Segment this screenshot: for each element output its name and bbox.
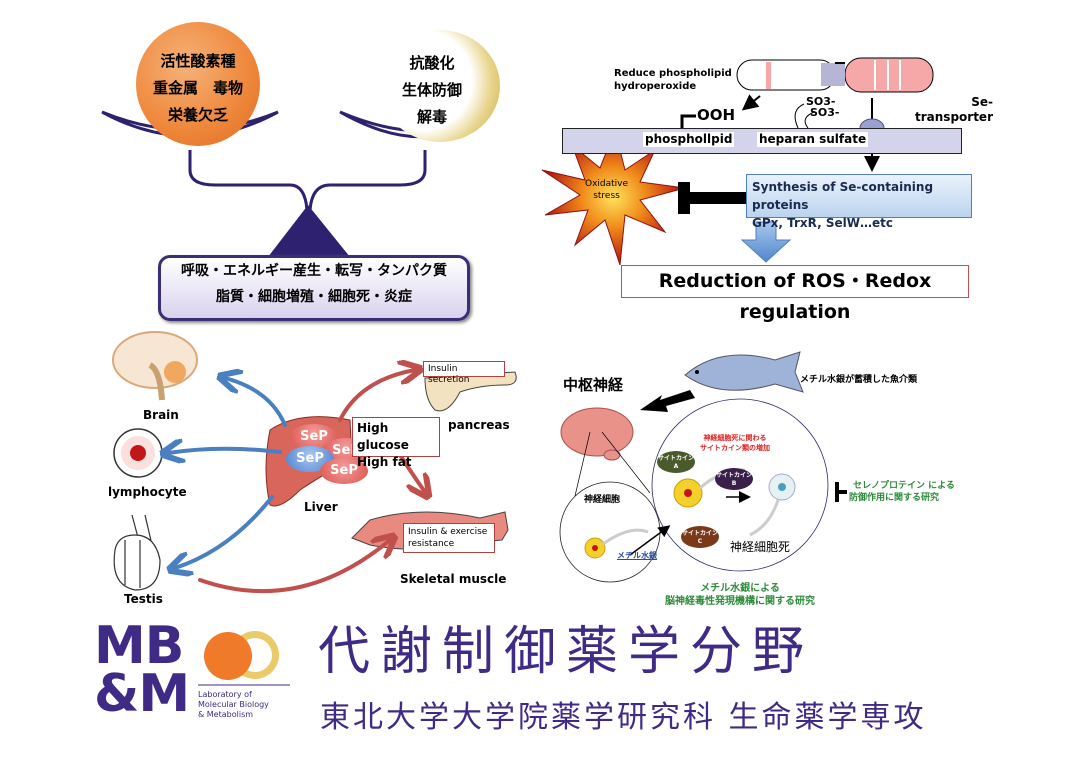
- reduce-label: Reduce phospholipid hydroperoxide: [614, 68, 732, 92]
- arrow-liver-brain: [225, 378, 287, 427]
- selenoprotein-research-label: セレノプロテイン による 防御作用に関する研究: [849, 481, 955, 503]
- cns-brain-illustration: [560, 407, 634, 461]
- insulin-secretion-box: Insulin secretion: [423, 361, 505, 385]
- arrow-liver-testis: [175, 495, 274, 568]
- stress-factors-text: 活性酸素種 重金属 毒物 栄養欠乏: [128, 48, 268, 129]
- so3-chains: [794, 103, 815, 129]
- pancreas-illustration: [424, 371, 517, 412]
- phospholipid-label: phosphollpid: [643, 132, 735, 147]
- brain-illustration: [112, 331, 198, 401]
- stress-factors-ball: [136, 22, 260, 146]
- lymphocyte-illustration: [113, 428, 163, 478]
- se-transporter-label: Se- transporter: [915, 95, 993, 124]
- cytokine-b: [715, 468, 753, 490]
- testis-label: Testis: [124, 592, 163, 606]
- cns-title: 中枢神経: [563, 376, 624, 394]
- neuron-death-label: 神経細胞死: [730, 540, 791, 554]
- lab-logo-text: MB &M: [94, 616, 190, 724]
- stress-line: 重金属 毒物: [152, 79, 243, 97]
- brain-label: Brain: [143, 408, 179, 422]
- stress-line: 栄養欠乏: [167, 106, 228, 124]
- process-line: 呼吸・エネルギー産生・転写・タンパク質: [181, 263, 447, 279]
- fish-illustration: [684, 351, 804, 393]
- defense-factors-ball: [380, 30, 500, 142]
- department-title: 代謝制御薬学分野: [318, 622, 815, 682]
- ooh-label: OOH: [697, 106, 736, 124]
- redox-result-box: Reduction of ROS・Redox regulation: [621, 265, 969, 323]
- process-line: 脂質・細胞増殖・細胞死・炎症: [216, 289, 412, 305]
- oxidative-stress-label: Oxidative stress: [585, 179, 629, 201]
- arrow-liver-lymphocyte: [168, 449, 282, 453]
- healthy-neuron-small: [584, 528, 649, 559]
- arrow-testis-muscle: [198, 540, 390, 594]
- high-glucose-fat-box: High glucose High fat: [352, 417, 440, 469]
- lymphocyte-label: lymphocyte: [108, 485, 187, 499]
- balance-fulcrum: [268, 205, 350, 257]
- lab-logo-circles: [204, 631, 279, 680]
- neuron-label: 神経細胞: [584, 495, 621, 505]
- cytokine-a: [657, 451, 695, 473]
- insulin-exercise-box: Insulin & exercise resistance: [403, 523, 495, 553]
- inhibition-bar: [690, 192, 746, 204]
- arrow-liver-muscle: [398, 453, 425, 492]
- ooh-bond: [680, 114, 696, 128]
- skeletal-muscle-label: Skeletal muscle: [400, 572, 507, 586]
- research-caption: メチル水銀による 脳神経毒性発現機構に関する研究: [665, 583, 815, 607]
- stress-line: 活性酸素種: [160, 52, 236, 70]
- selenoprotein-diagram: [736, 57, 934, 93]
- fish-label: メチル水銀が蓄積した魚介類: [800, 375, 918, 385]
- defense-factors-text: 抗酸化 生体防御 解毒: [382, 50, 482, 131]
- cellular-processes-box: 呼吸・エネルギー産生・転写・タンパク質 脂質・細胞増殖・細胞死・炎症: [158, 255, 470, 321]
- arrow-liver-pancreas: [338, 370, 415, 422]
- methylmercury-label: メチル水銀: [617, 551, 657, 560]
- cytokine-increase-label: 神経細胞死に関わる サイトカイン類の増加: [700, 434, 770, 452]
- defense-line: 抗酸化: [409, 54, 455, 72]
- defense-line: 生体防御: [401, 81, 462, 99]
- lab-logo-subtitle: Laboratory of Molecular Biology & Metabo…: [198, 690, 269, 719]
- pancreas-label: pancreas: [448, 418, 510, 432]
- dead-neuron: [749, 473, 796, 537]
- cytokine-c: [681, 526, 719, 548]
- reduce-arrow: [741, 94, 761, 111]
- defense-line: 解毒: [416, 108, 447, 126]
- liver-label: Liver: [304, 500, 338, 514]
- department-subtitle: 東北大学大学院薬学研究科 生命薬学専攻: [320, 700, 927, 735]
- se-protein-synthesis-box: Synthesis of Se-containing proteins GPx,…: [746, 174, 972, 230]
- sep-protein: SeP: [320, 458, 368, 484]
- heparan-sulfate-label: heparan sulfate: [757, 132, 869, 147]
- oxidative-stress-icon: [541, 128, 686, 266]
- so3-label: SO3- SO3-: [806, 95, 840, 119]
- down-arrow: [740, 221, 792, 263]
- selenoprotein-inhibition: [835, 482, 839, 502]
- testis-illustration: [113, 514, 161, 591]
- fish-to-brain-arrow: [640, 390, 695, 412]
